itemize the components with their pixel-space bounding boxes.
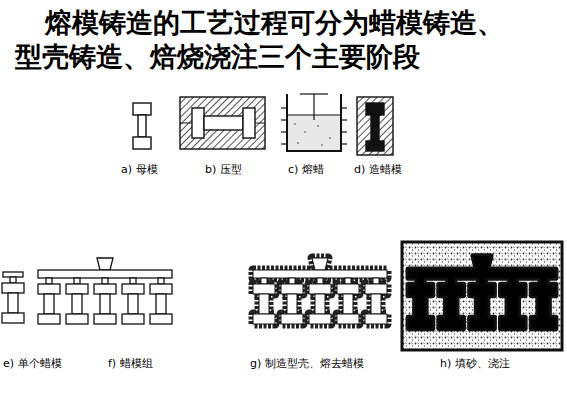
- illustration-part: [304, 131, 306, 133]
- wax-melting-pot: [281, 94, 347, 151]
- illustration-part: [366, 141, 384, 151]
- illustration-part: [300, 93, 328, 94]
- illustration-part: [253, 258, 387, 324]
- illustration-part: [2, 277, 24, 323]
- illustration-part: [366, 103, 384, 115]
- illustration-part: [321, 144, 323, 146]
- illustration-part: [281, 107, 287, 108]
- illustration-part: [192, 108, 204, 138]
- illustration-part: [204, 116, 243, 130]
- illustration-part: [297, 142, 299, 144]
- illustration-part: [133, 103, 151, 115]
- illustration-part: [243, 108, 255, 138]
- illustration-part: [408, 256, 555, 329]
- illustration-part: [192, 108, 255, 138]
- figure-caption: h) 填砂、浇注: [440, 357, 510, 370]
- illustration-part: [253, 258, 387, 324]
- page-title: 熔模铸造的工艺过程可分为蜡模铸造、型壳铸造、焙烧浇注三个主要阶段: [15, 6, 515, 74]
- figure-caption: e) 单个蜡模: [3, 357, 62, 370]
- illustration-part: [329, 137, 331, 139]
- figure-caption: b) 压型: [205, 163, 242, 176]
- ceramic-shell: [253, 258, 387, 324]
- wax-pattern-cluster: [38, 258, 172, 324]
- illustration-part: [138, 115, 146, 137]
- figure-caption: g) 制造型壳、熔去蜡模: [250, 357, 364, 370]
- illustration-part: [341, 131, 347, 132]
- illustration-part: [294, 123, 331, 146]
- illustration-part: [357, 97, 393, 155]
- illustration-part: [287, 115, 341, 151]
- flask-with-sand: [402, 242, 562, 350]
- master-pattern: [133, 103, 151, 149]
- wax-pattern-mold: [357, 97, 393, 155]
- illustration-part: [408, 256, 555, 329]
- illustration-part: [281, 143, 287, 144]
- illustration-part: [313, 94, 314, 120]
- pattern-die: [180, 97, 265, 149]
- illustration-part: [133, 137, 151, 149]
- illustration-part: [294, 123, 296, 125]
- figure-caption: a) 母模: [121, 163, 158, 176]
- figure-caption: d) 造蜡模: [354, 163, 402, 176]
- figure-caption: c) 熔蜡: [288, 163, 324, 176]
- illustration-part: [281, 108, 347, 144]
- illustration-part: [341, 119, 347, 120]
- figure-caption: f) 蜡模组: [108, 357, 153, 370]
- illustration-part: [341, 143, 347, 144]
- illustration-part: [366, 103, 384, 151]
- illustration-part: [402, 242, 562, 350]
- illustration-part: [371, 115, 379, 141]
- illustration-part: [281, 131, 287, 132]
- illustration-part: [281, 119, 287, 120]
- single-wax-pattern: [2, 272, 24, 323]
- illustration-part: [180, 97, 265, 149]
- illustration-part: [317, 125, 319, 127]
- illustration-part: [341, 107, 347, 108]
- illustration-part: [3, 272, 23, 277]
- illustration-part: [38, 258, 172, 324]
- illustration-part: [287, 94, 341, 151]
